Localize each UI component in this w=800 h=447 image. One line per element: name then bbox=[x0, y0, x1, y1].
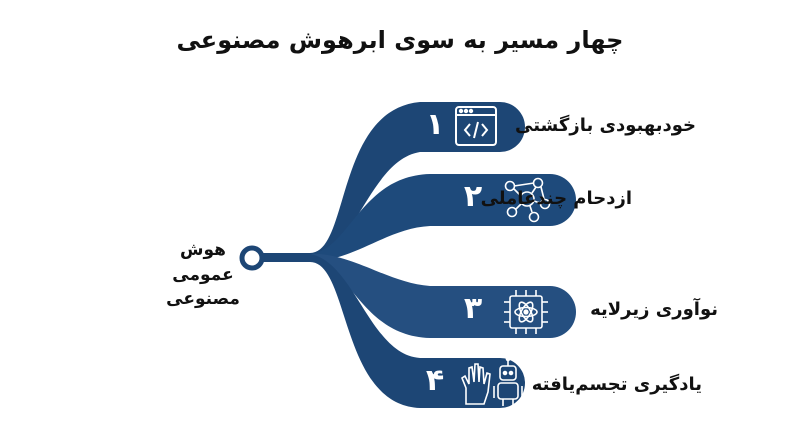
branch-label-1: خودبهبودی بازگشتی bbox=[515, 115, 696, 136]
root-node bbox=[239, 245, 265, 271]
branch-ribbon-3 bbox=[255, 254, 576, 338]
chip-atom-icon bbox=[504, 290, 548, 334]
network-agents-icon bbox=[504, 177, 551, 223]
branch-label-3: نوآوری زیرلایه bbox=[590, 299, 718, 320]
hand-robot-icon bbox=[461, 356, 523, 406]
branch-label-4: یادگیری تجسم‌یافته bbox=[531, 374, 702, 395]
root-label-line2: مصنوعی bbox=[166, 289, 240, 310]
root-label: هوش عمومی مصنوعی bbox=[148, 238, 258, 312]
branch-ribbon-4 bbox=[255, 254, 525, 408]
branch-ribbon-1 bbox=[255, 102, 525, 262]
branch-number-1: ۱ bbox=[425, 107, 445, 142]
branch-number-3: ۳ bbox=[463, 291, 483, 326]
branch-ribbon-2 bbox=[255, 174, 576, 261]
branch-label-2: ازدحام چندعاملی bbox=[480, 188, 632, 209]
root-label-line1: هوش عمومی bbox=[172, 240, 234, 285]
branch-number-2: ۲ bbox=[463, 179, 483, 214]
page-title: چهار مسیر به سوی ابرهوش مصنوعی bbox=[176, 26, 624, 54]
code-window-icon bbox=[455, 106, 497, 146]
branch-number-4: ۴ bbox=[425, 363, 445, 398]
